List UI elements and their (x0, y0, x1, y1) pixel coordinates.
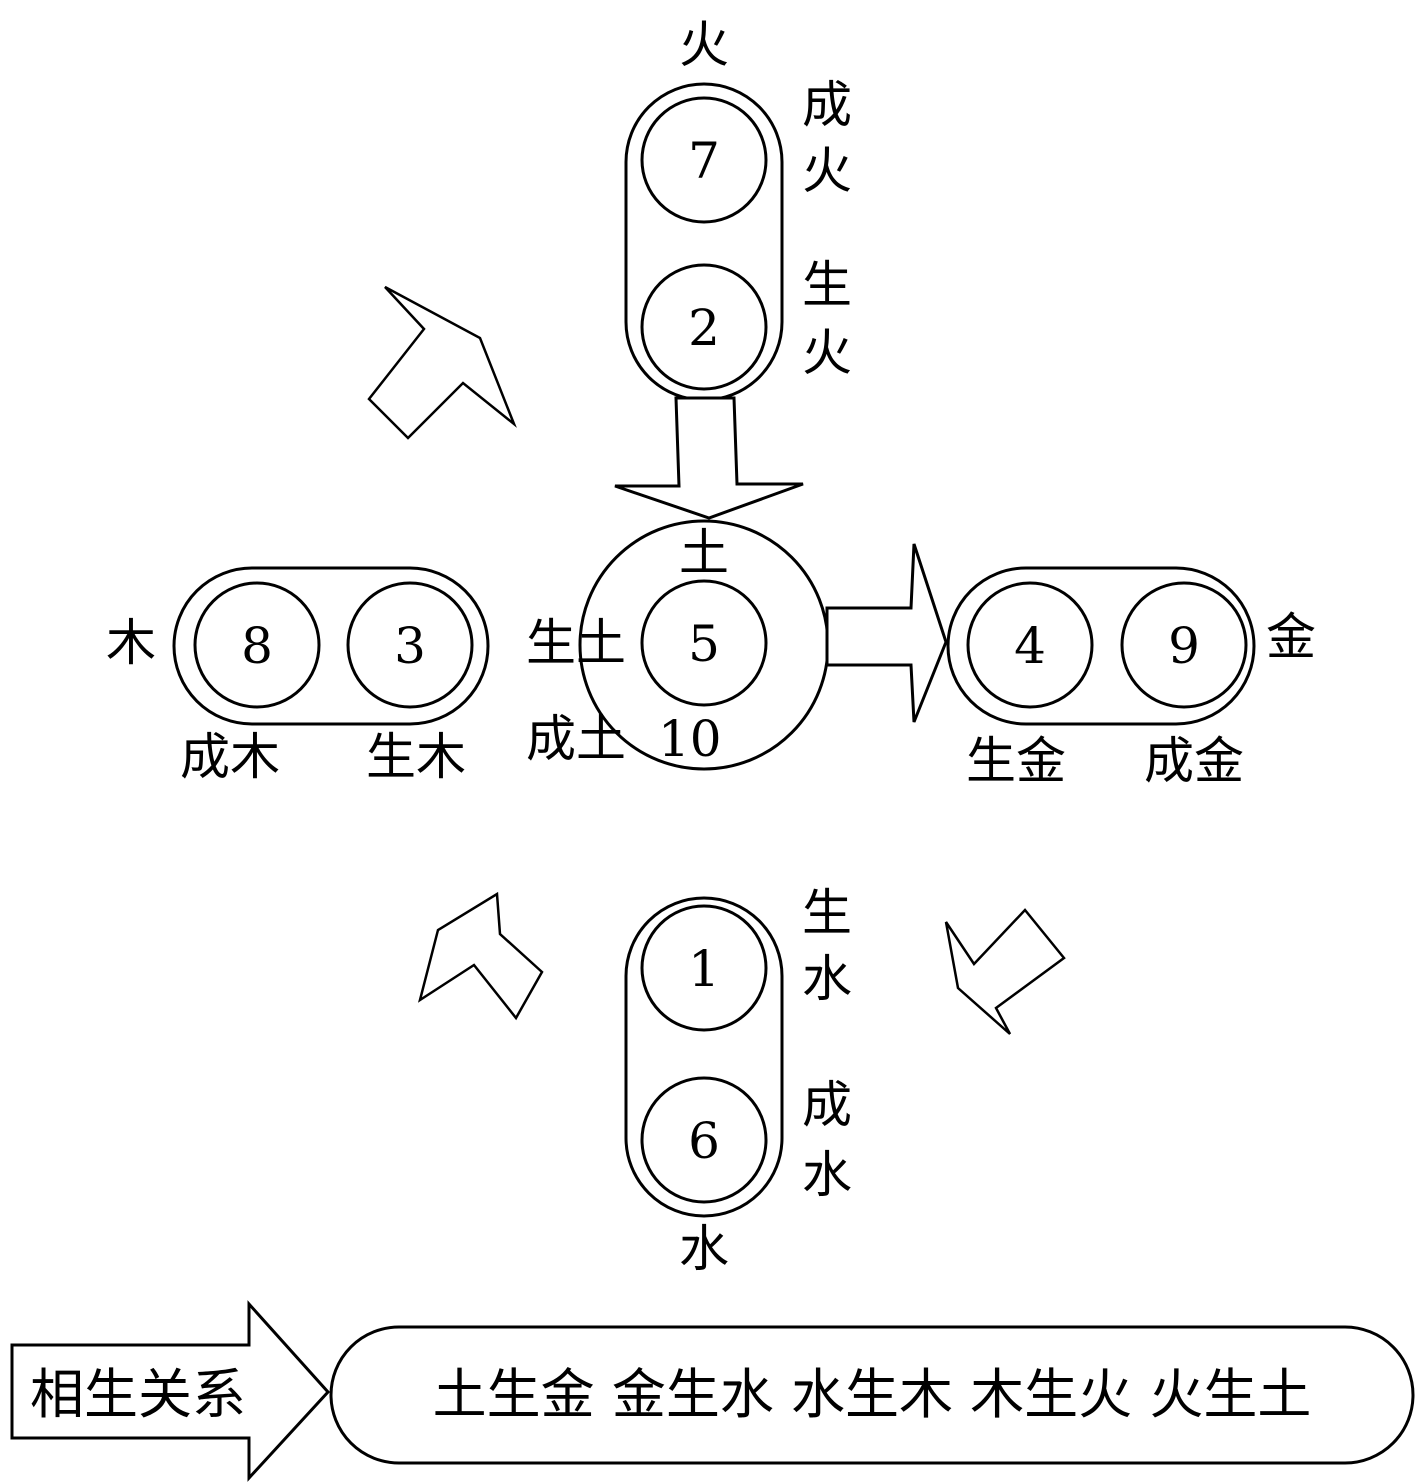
wood-circle-8 (193, 581, 321, 709)
metal-cheng-label: 成金 (1144, 732, 1244, 790)
water-cheng-label-2: 水 (802, 1146, 852, 1204)
fire-circle-2 (640, 263, 768, 391)
arrow-earth-to-metal (825, 543, 948, 723)
wood-group: 8 3 木 成木 生木 (106, 566, 490, 786)
wood-cheng-label: 成木 (180, 728, 280, 786)
water-sheng-label-1: 生 (802, 884, 852, 942)
wood-circle-3 (346, 581, 474, 709)
legend-arrow (10, 1300, 331, 1482)
water-group: 1 6 生 水 成 水 水 (624, 884, 852, 1278)
fire-sheng-label-2: 火 (802, 324, 852, 382)
number-8: 8 (241, 617, 273, 675)
fire-element-label: 火 (679, 16, 729, 74)
arrow-metal-to-water (944, 908, 1066, 1035)
metal-element-label: 金 (1266, 608, 1316, 666)
earth-circle-5 (640, 579, 768, 707)
earth-element-label: 土 (679, 524, 729, 582)
arrow-fire-to-earth (614, 396, 804, 520)
number-7: 7 (688, 132, 720, 190)
water-cheng-label-1: 成 (802, 1076, 852, 1134)
number-10: 10 (658, 710, 722, 768)
number-4: 4 (1014, 617, 1046, 675)
water-element-label: 水 (679, 1220, 729, 1278)
arrow-water-to-wood (417, 891, 544, 1021)
fire-circle-7 (640, 96, 768, 224)
legend-label: 相生关系 (30, 1363, 246, 1426)
metal-circle-9 (1120, 581, 1248, 709)
water-circle-6 (640, 1076, 768, 1204)
legend-cycle-text: 土生金 金生水 水生木 木生火 火生土 (433, 1363, 1312, 1426)
number-6: 6 (688, 1112, 720, 1170)
legend: 相生关系 土生金 金生水 水生木 木生火 火生土 (10, 1300, 1415, 1482)
earth-cheng-label: 成土 (526, 710, 626, 768)
earth-group: 5 土 生土 成土 10 (526, 519, 830, 771)
number-3: 3 (394, 617, 426, 675)
number-1: 1 (688, 940, 720, 998)
fire-cheng-label-2: 火 (802, 142, 852, 200)
metal-circle-4 (966, 581, 1094, 709)
fire-group: 7 2 火 成 火 生 火 (624, 16, 852, 402)
number-9: 9 (1168, 617, 1200, 675)
earth-sheng-label: 生土 (526, 614, 626, 672)
fire-cheng-label-1: 成 (802, 76, 852, 134)
metal-group: 4 9 金 生金 成金 (946, 566, 1316, 790)
fire-sheng-label-1: 生 (802, 256, 852, 314)
metal-sheng-label: 生金 (966, 732, 1066, 790)
legend-capsule (329, 1325, 1415, 1465)
water-circle-1 (640, 904, 768, 1032)
wood-sheng-label: 生木 (366, 728, 466, 786)
number-5: 5 (688, 615, 720, 673)
arrow-wood-to-fire (367, 285, 517, 440)
water-sheng-label-2: 水 (802, 950, 852, 1008)
number-2: 2 (688, 299, 720, 357)
wood-element-label: 木 (106, 614, 156, 672)
